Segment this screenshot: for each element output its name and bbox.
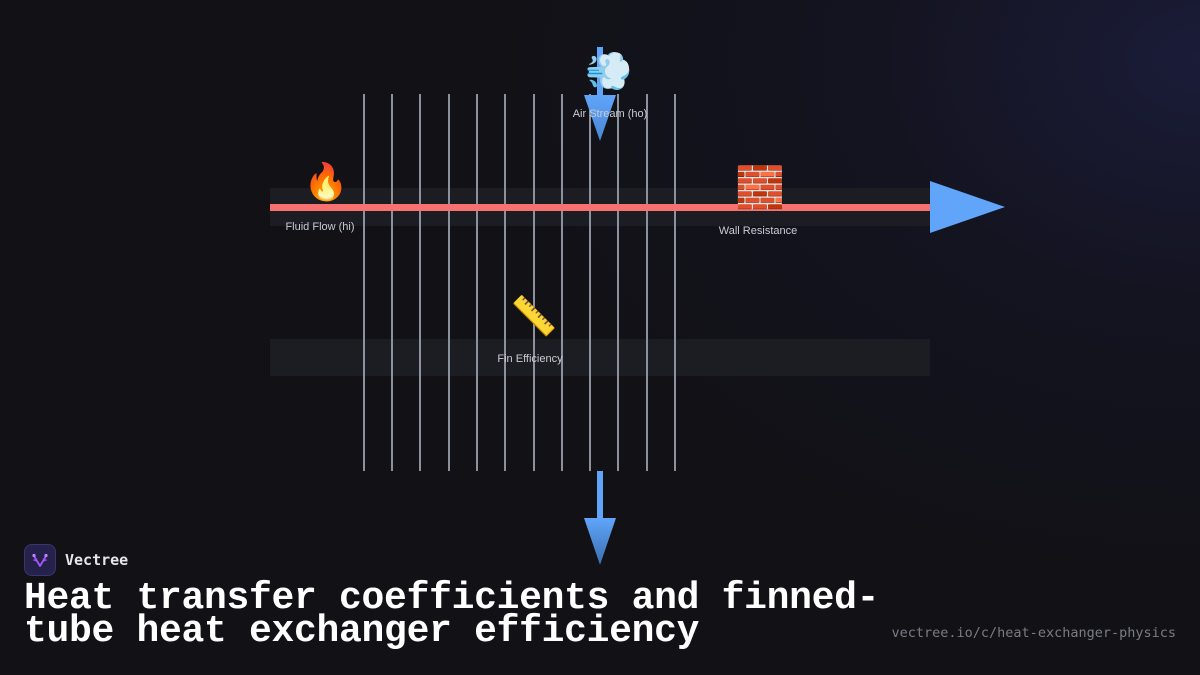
fin-efficiency-label: Fin Efficiency [497, 353, 563, 365]
air-outlet-arrow-shaft [597, 471, 603, 521]
fire-icon: 🔥 [303, 162, 349, 203]
wind-blowing-face-icon: 💨 [585, 49, 633, 93]
air-inlet-arrow-shaft [597, 47, 603, 97]
tree-branch-icon [32, 553, 48, 567]
brick-icon: 🧱 [735, 165, 785, 211]
brand: Vectree [24, 544, 128, 576]
tube-line [270, 204, 932, 211]
air-outlet-arrowhead [584, 518, 616, 565]
ruler-icon: 📏 [510, 294, 558, 338]
fluid-flow-arrowhead [930, 181, 1005, 233]
source-url: vectree.io/c/heat-exchanger-physics [891, 625, 1176, 641]
vectree-logo-icon [24, 544, 56, 576]
air-stream-label: Air Stream (ho) [572, 108, 648, 120]
fluid-flow-label: Fluid Flow (hi) [285, 221, 355, 233]
wall-resistance-label: Wall Resistance [718, 225, 798, 237]
air-inlet-arrowhead [584, 95, 616, 141]
page-title: Heat transfer coefficients and finned-tu… [24, 577, 880, 653]
brand-name: Vectree [65, 551, 129, 569]
fins [363, 94, 676, 471]
fin-band [270, 339, 930, 376]
